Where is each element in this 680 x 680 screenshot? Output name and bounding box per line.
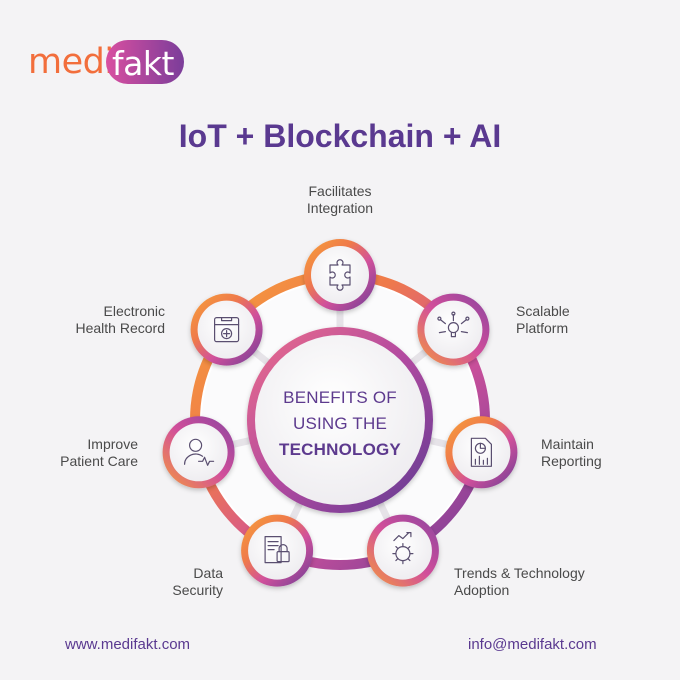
gear-growth-icon: [392, 531, 414, 565]
benefit-label-health-record: Electronic Health Record: [30, 303, 166, 337]
page-title: IoT + Blockchain + AI: [178, 118, 502, 154]
report-chart-icon: [470, 437, 492, 467]
logo-text-fakt: fakt: [112, 44, 174, 83]
patient-heartbeat-icon: [183, 438, 215, 466]
benefit-label-line: Adoption: [454, 582, 510, 598]
benefit-node: [445, 416, 518, 489]
lightbulb-network-icon: [437, 311, 470, 338]
benefit-label-integration: Facilitates Integration: [270, 183, 410, 217]
puzzle-icon: [329, 259, 351, 291]
benefit-label-line: Health Record: [75, 320, 166, 336]
benefit-label-line: Maintain: [541, 436, 594, 452]
benefit-node: [162, 416, 235, 489]
benefit-node: [304, 239, 376, 311]
benefit-label-reporting: Maintain Reporting: [541, 436, 661, 470]
logo-badge: [106, 40, 184, 84]
logo-text-medi: medi: [28, 42, 114, 82]
node-face: [311, 246, 369, 304]
benefit-label-line: Platform: [516, 320, 569, 336]
benefit-label-line: Data: [193, 565, 223, 581]
benefit-label-line: Integration: [306, 200, 374, 216]
node-face: [248, 521, 307, 580]
benefit-label-scalable: Scalable Platform: [516, 303, 636, 337]
benefit-label-line: Patient Care: [60, 453, 138, 469]
benefit-label-line: Reporting: [541, 453, 602, 469]
benefit-label-line: Facilitates: [308, 183, 372, 199]
benefit-label-line: Security: [172, 582, 223, 598]
node-face: [424, 300, 483, 359]
footer-website[interactable]: www.medifakt.com: [65, 636, 191, 653]
benefit-node: [366, 514, 439, 587]
node-face: [452, 423, 511, 482]
benefit-node: [417, 293, 490, 366]
benefit-label-line: Electronic: [103, 303, 165, 319]
center-circle: [255, 335, 425, 505]
footer-email[interactable]: info@medifakt.com: [468, 636, 597, 653]
node-face: [169, 423, 228, 482]
center-line-3: TECHNOLOGY: [279, 440, 401, 459]
benefit-label-patient-care: Improve Patient Care: [20, 436, 138, 470]
benefit-label-line: Improve: [87, 436, 138, 452]
benefit-node: [241, 514, 314, 587]
secure-document-icon: [264, 535, 290, 564]
benefit-label-line: Trends & Technology: [454, 565, 585, 581]
brand-logo: medi fakt: [28, 40, 184, 84]
center-text: BENEFITS OF USING THE TECHNOLOGY: [255, 385, 425, 463]
medical-folder-icon: [214, 317, 240, 343]
node-face: [373, 521, 432, 580]
center-line-2: USING THE: [292, 414, 388, 433]
node-face: [197, 300, 256, 359]
benefit-node: [190, 293, 263, 366]
center-line-1: BENEFITS OF: [283, 388, 397, 407]
benefit-label-line: Scalable: [516, 303, 570, 319]
benefit-label-security: Data Security: [110, 565, 223, 599]
benefit-label-trends: Trends & Technology Adoption: [454, 565, 624, 599]
